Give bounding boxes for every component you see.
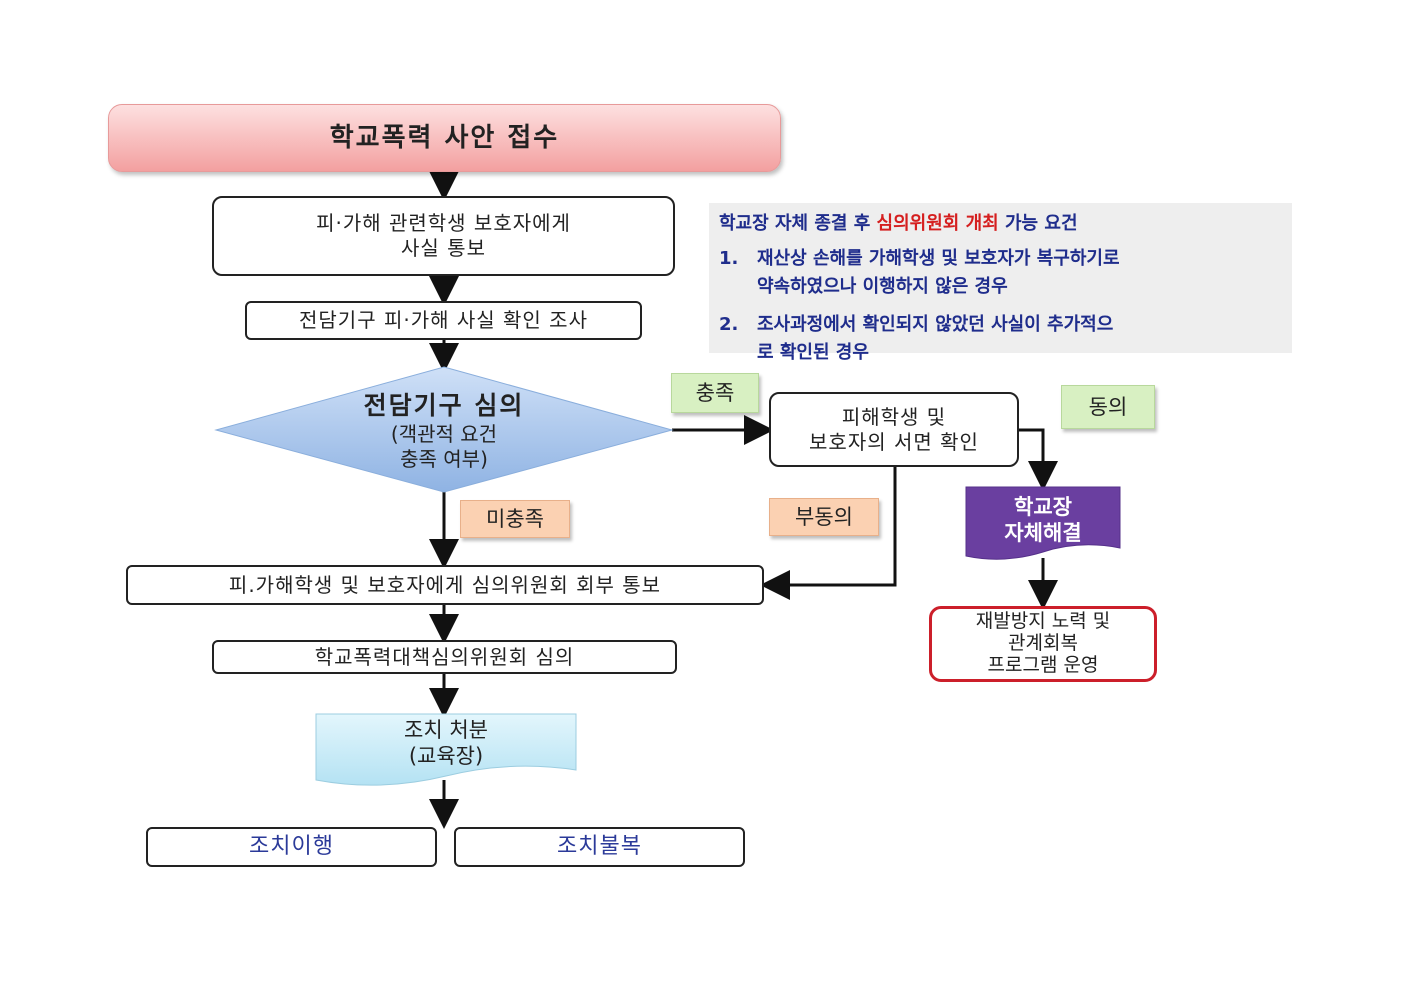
meeting-requirements-note: 학교장 자체 종결 후 심의위원회 개최 가능 요건 1. 재산상 손해를 가해… — [709, 203, 1292, 363]
disposition-line-1: 조치 처분 — [404, 717, 488, 742]
review-sub-1: (객관적 요건 — [390, 421, 498, 446]
investigate-label: 전담기구 피·가해 사실 확인 조사 — [299, 308, 588, 332]
disagree-label: 부동의 — [769, 498, 879, 536]
met-label: 충족 — [671, 373, 759, 413]
disposition-line-2: (교육장) — [408, 744, 484, 768]
case-intake-label: 학교폭력 사안 접수 — [329, 122, 560, 153]
disposition-text: 조치 처분 (교육장) — [316, 714, 576, 772]
prevention-box: 재발방지 노력 및 관계회복 프로그램 운영 — [929, 606, 1157, 682]
prevention-line-3: 프로그램 운영 — [987, 653, 1099, 676]
object-label: 조치불복 — [557, 834, 642, 860]
written-confirm-line-2: 보호자의 서면 확인 — [809, 429, 979, 454]
agree-text: 동의 — [1088, 394, 1128, 419]
comply-label: 조치이행 — [249, 834, 334, 860]
note-item-1: 1. 재산상 손해를 가해학생 및 보호자가 복구하기로 약속하였으나 이행하지… — [719, 245, 1282, 301]
object-box: 조치불복 — [454, 827, 745, 867]
note-item-1-line-2: 약속하였으나 이행하지 않은 경우 — [757, 276, 1008, 297]
written-confirm-line-1: 피해학생 및 — [841, 404, 947, 429]
arrow-confirm-to-resolution — [1018, 428, 1058, 491]
principal-resolution: 학교장 자체해결 — [966, 490, 1120, 550]
principal-resolution-line-2: 자체해결 — [1004, 521, 1082, 545]
comply-box: 조치이행 — [146, 827, 437, 867]
note-item-1-num: 1. — [719, 248, 739, 269]
note-item-2-num: 2. — [719, 314, 739, 335]
not-met-text: 미충족 — [486, 506, 544, 531]
not-met-label: 미충족 — [460, 500, 570, 538]
notify-facts-line-2: 사실 통보 — [401, 236, 486, 260]
arrow-confirm-to-referral — [760, 466, 897, 600]
note-item-2-line-2: 로 확인된 경우 — [757, 342, 869, 363]
note-header: 학교장 자체 종결 후 심의위원회 개최 가능 요건 — [719, 209, 1282, 235]
investigate-box: 전담기구 피·가해 사실 확인 조사 — [245, 301, 642, 340]
prevention-line-1: 재발방지 노력 및 — [975, 610, 1111, 633]
note-header-red: 심의위원회 개최 — [876, 213, 999, 234]
notify-facts-line-1: 피·가해 관련학생 보호자에게 — [316, 211, 571, 235]
written-confirm-box: 피해학생 및 보호자의 서면 확인 — [769, 392, 1019, 467]
agree-label: 동의 — [1061, 385, 1155, 429]
disagree-text: 부동의 — [795, 504, 853, 529]
committee-review-box: 학교폭력대책심의위원회 심의 — [212, 640, 677, 674]
note-header-pre: 학교장 자체 종결 후 — [719, 213, 877, 234]
met-text: 충족 — [695, 380, 735, 405]
note-item-2: 2. 조사과정에서 확인되지 않았던 사실이 추가적으 로 확인된 경우 — [719, 311, 1282, 367]
review-title: 전담기구 심의 — [363, 391, 525, 421]
committee-review-label: 학교폭력대책심의위원회 심의 — [314, 644, 575, 669]
referral-notice-label: 피.가해학생 및 보호자에게 심의위원회 회부 통보 — [228, 572, 662, 597]
note-header-post: 가능 요건 — [998, 213, 1078, 234]
note-item-2-line-1: 조사과정에서 확인되지 않았던 사실이 추가적으 — [757, 314, 1114, 335]
case-intake-title: 학교폭력 사안 접수 — [108, 104, 781, 172]
principal-resolution-line-1: 학교장 — [1014, 494, 1072, 519]
review-diamond — [214, 366, 674, 493]
referral-notice-box: 피.가해학생 및 보호자에게 심의위원회 회부 통보 — [126, 565, 764, 605]
resolution-shape — [965, 486, 1121, 560]
disposition-shape — [315, 713, 577, 786]
prevention-line-2: 관계회복 — [1008, 632, 1078, 655]
review-sub-2: 충족 여부) — [400, 446, 488, 471]
notify-facts-box: 피·가해 관련학생 보호자에게 사실 통보 — [212, 196, 675, 276]
review-text: 전담기구 심의 (객관적 요건 충족 여부) — [300, 388, 588, 474]
note-item-1-line-1: 재산상 손해를 가해학생 및 보호자가 복구하기로 — [757, 248, 1120, 269]
